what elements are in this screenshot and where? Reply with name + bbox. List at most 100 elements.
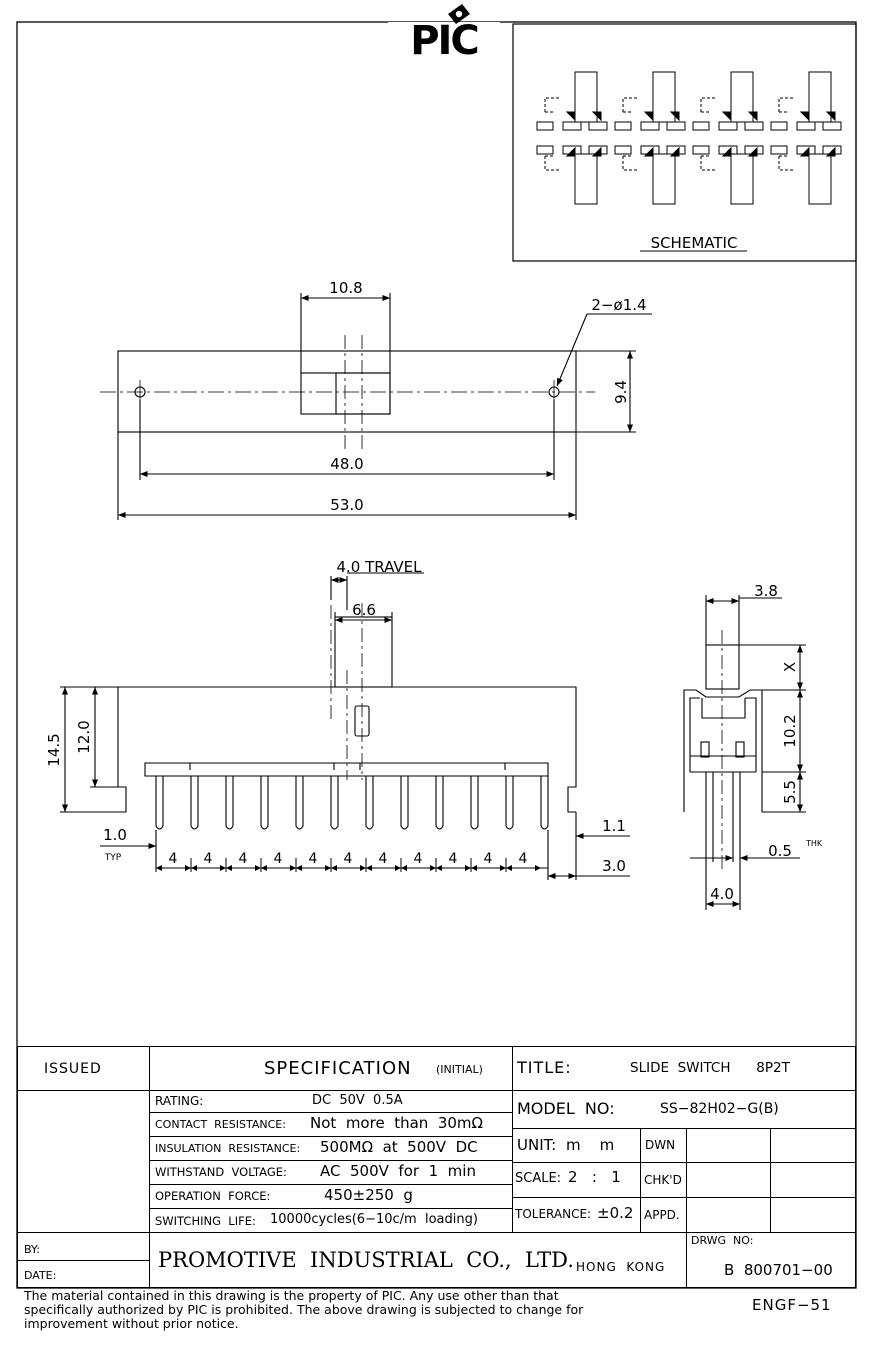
pitch-label: 4	[519, 851, 528, 867]
terminal-pin	[225, 776, 234, 830]
insulation-resistance-label: INSULATION RESISTANCE:	[155, 1142, 301, 1155]
pitch-label: 4	[239, 851, 248, 867]
dim-pin-length: 5.5	[781, 780, 799, 804]
terminal-pin	[505, 776, 514, 830]
dim-total-height: 14.5	[45, 733, 63, 766]
schematic-box: SCHEMATIC	[512, 23, 857, 262]
dim-knob-width: 6.6	[352, 601, 376, 619]
dim-body-height: 12.0	[75, 720, 93, 753]
terminal-pin	[295, 776, 304, 830]
schematic-contacts	[536, 71, 842, 205]
terminal-pin	[155, 776, 164, 830]
scale-value: 2 : 1	[568, 1168, 621, 1186]
terminal-pin	[260, 776, 269, 830]
date-label: DATE:	[24, 1269, 57, 1282]
schematic-contact-group	[536, 71, 608, 131]
front-pins	[155, 776, 549, 830]
disclaimer: The material contained in this drawing i…	[24, 1289, 664, 1331]
disclaimer-line-1: The material contained in this drawing i…	[24, 1288, 559, 1303]
disclaimer-line-2: specifically authorized by PIC is prohib…	[24, 1302, 584, 1317]
terminal-pin	[190, 776, 199, 830]
withstand-voltage-value: AC 500V for 1 min	[320, 1162, 476, 1180]
terminal-pin	[400, 776, 409, 830]
pic-logo: PIC	[388, 4, 500, 64]
issued-label: ISSUED	[44, 1061, 102, 1077]
dim-edge: 1.0	[103, 826, 127, 844]
rating-value: DC 50V 0.5A	[312, 1093, 403, 1108]
dim-thickness-note: THK	[805, 839, 823, 848]
title-value: SLIDE SWITCH 8P2T	[630, 1060, 790, 1076]
rating-label: RATING:	[155, 1094, 204, 1108]
pitch-label: 4	[204, 851, 213, 867]
dim-edge-note: TYP	[104, 853, 122, 863]
unit-label: UNIT:	[517, 1136, 557, 1154]
schematic-contact-group	[614, 145, 686, 205]
pitch-label: 4	[379, 851, 388, 867]
pitch-label: 4	[449, 851, 458, 867]
drawing-number-label: DRWG NO:	[691, 1234, 754, 1247]
chkd-label: CHK'D	[644, 1173, 682, 1187]
operation-force-label: OPERATION FORCE:	[155, 1189, 271, 1203]
unit-value: m m	[566, 1136, 615, 1154]
dim-total-length: 53.0	[330, 496, 363, 514]
dim-pin-offset: 1.1	[602, 817, 626, 835]
dim-slider-width: 10.8	[329, 279, 362, 297]
pitch-label: 4	[274, 851, 283, 867]
terminal-pin	[330, 776, 339, 830]
dwn-label: DWN	[645, 1138, 676, 1152]
form-number: ENGF−51	[752, 1296, 832, 1314]
schematic-label: SCHEMATIC	[651, 234, 738, 252]
dim-side-body: 10.2	[781, 714, 799, 747]
schematic-contact-group	[536, 145, 608, 205]
side-view	[683, 595, 806, 910]
scale-label: SCALE:	[515, 1171, 562, 1186]
tolerance-label: TOLERANCE:	[515, 1207, 592, 1221]
pitch-label: 4	[344, 851, 353, 867]
title-block-frame	[17, 1046, 856, 1288]
dim-thickness: 0.5	[768, 842, 792, 860]
dim-top-height: 9.4	[612, 380, 630, 404]
pitch-label: 4	[484, 851, 493, 867]
top-view	[100, 293, 652, 520]
contact-resistance-value: Not more than 30mΩ	[310, 1114, 483, 1132]
model-label: MODEL NO:	[517, 1099, 615, 1118]
schematic-contact-group	[614, 71, 686, 131]
schematic-contact-group	[770, 145, 842, 205]
company-name: PROMOTIVE INDUSTRIAL CO., LTD.	[158, 1248, 574, 1272]
switching-life-value: 10000cycles(6−10c/m loading)	[270, 1212, 478, 1227]
switching-life-label: SWITCHING LIFE:	[155, 1214, 256, 1228]
dim-pin-extent: 3.0	[602, 857, 626, 875]
contact-resistance-label: CONTACT RESISTANCE:	[155, 1118, 286, 1131]
terminal-pin	[470, 776, 479, 830]
operation-force-value: 450±250 g	[324, 1186, 413, 1204]
front-view	[60, 572, 630, 880]
terminal-pin	[540, 776, 549, 830]
pitch-label: 4	[169, 851, 178, 867]
title-label: TITLE:	[517, 1058, 572, 1077]
drawing-number-value: B 800701−00	[724, 1261, 833, 1279]
pitch-labels: 4 4 4 4 4 4 4 4 4 4 4	[155, 851, 541, 872]
company-location: HONG KONG	[576, 1260, 666, 1274]
by-label: BY:	[24, 1243, 40, 1256]
tolerance-value: ±0.2	[597, 1204, 634, 1222]
svg-text:PIC: PIC	[410, 18, 478, 64]
pitch-label: 4	[309, 851, 318, 867]
specification-heading: SPECIFICATION	[264, 1058, 412, 1079]
schematic-contact-group	[692, 145, 764, 205]
model-value: SS−82H02−G(B)	[660, 1101, 779, 1117]
initial-label: (INITIAL)	[436, 1063, 483, 1076]
schematic-contact-group	[770, 71, 842, 131]
schematic-contact-group	[692, 71, 764, 131]
withstand-voltage-label: WITHSTAND VOLTAGE:	[155, 1165, 287, 1179]
appd-label: APPD.	[644, 1208, 680, 1222]
dim-x: X	[781, 662, 799, 672]
dim-knob-thickness: 3.8	[754, 582, 778, 600]
dim-hole-pitch: 48.0	[330, 455, 363, 473]
terminal-pin	[435, 776, 444, 830]
dim-base-width: 4.0	[710, 885, 734, 903]
insulation-resistance-value: 500MΩ at 500V DC	[320, 1138, 478, 1156]
pitch-label: 4	[414, 851, 423, 867]
dim-travel: 4.0 TRAVEL	[337, 558, 423, 576]
terminal-pin	[365, 776, 374, 830]
